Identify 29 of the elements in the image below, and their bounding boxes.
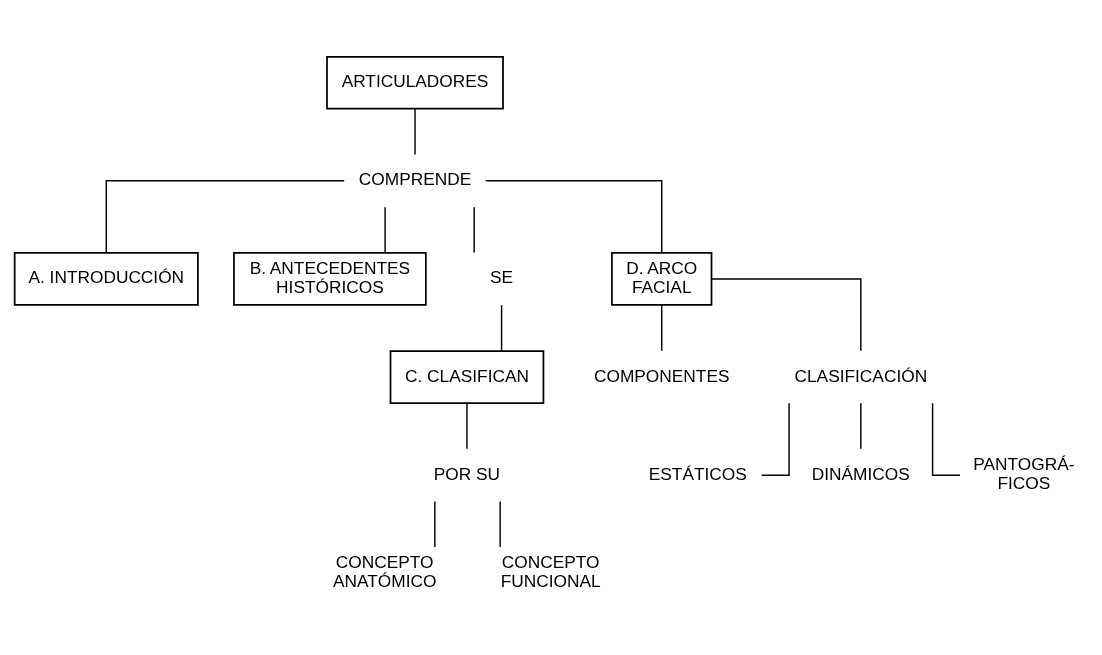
node-text: PANTOGRÁ- FICOS [973,453,1075,493]
connector [414,107,416,155]
node-text: CONCEPTO ANATÓMICO [332,551,437,591]
node-text: DINÁMICOS [811,463,910,484]
connector [473,205,475,253]
connector [105,179,345,253]
node-text: CONCEPTO FUNCIONAL [500,551,601,591]
node-box: B. ANTECEDENTES HISTÓRICOS [233,251,427,306]
connector [485,179,663,253]
node-text: COMPRENDE [358,168,472,189]
node-text: SE [490,266,514,287]
node-box: C. CLASIFICAN [389,349,545,404]
node-box: A. INTRODUCCIÓN [13,251,199,306]
connector [760,402,790,476]
connector [500,304,503,351]
connector [384,205,386,253]
node-text: POR SU [433,463,501,484]
node-box: D. ARCO FACIAL [611,251,713,306]
node-text: ESTÁTICOS [648,463,747,484]
connector [466,402,468,450]
node-box: ARTICULADORES [326,55,504,110]
node-text: CLASIFICACIÓN [794,365,928,386]
connector [434,500,436,548]
connector [661,304,663,351]
connector [711,277,862,351]
connector [931,402,961,476]
connector [499,500,501,548]
node-text: COMPONENTES [593,365,730,386]
connector [860,402,862,450]
